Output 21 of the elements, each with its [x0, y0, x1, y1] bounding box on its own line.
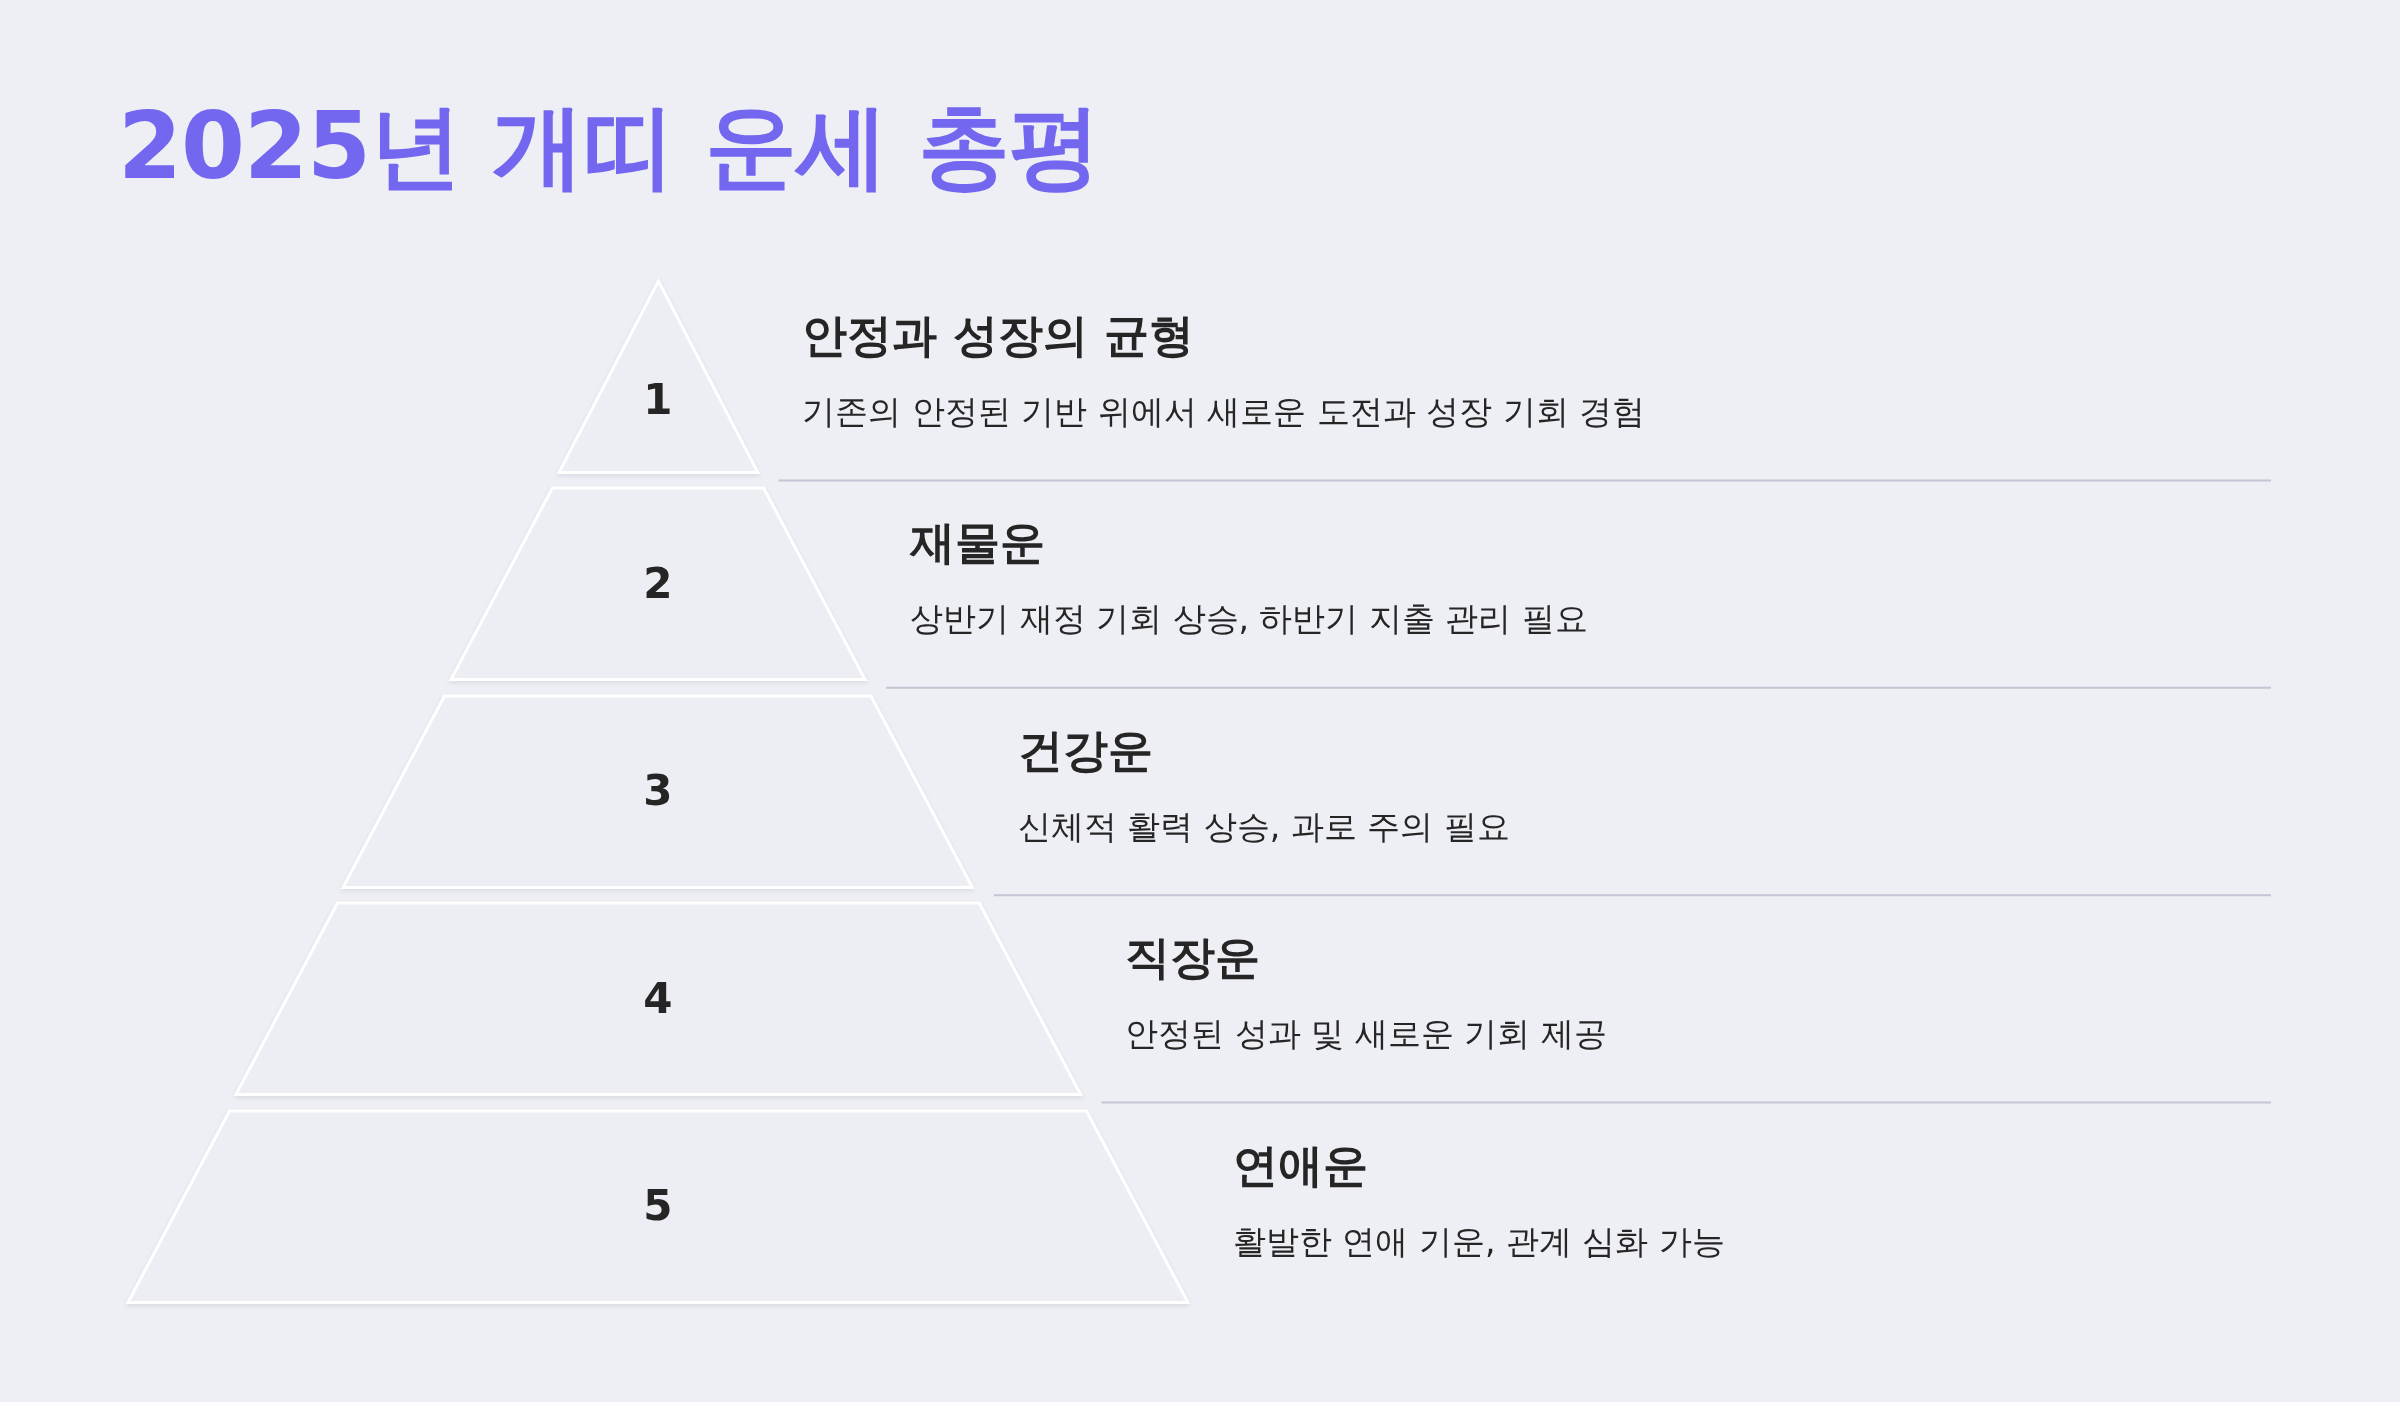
tier-description: 상반기 재정 기회 상승, 하반기 지출 관리 필요 [910, 599, 1588, 639]
tier-description: 기존의 안정된 기반 위에서 새로운 도전과 성장 기회 경험 [802, 392, 1646, 432]
tier-number: 1 [643, 379, 673, 422]
slide-title: 2025년 개띠 운세 총평 [118, 92, 1101, 202]
tier-number: 5 [643, 1185, 673, 1228]
tier-heading: 재물운 [910, 516, 1046, 571]
tier-heading: 연애운 [1232, 1138, 1368, 1193]
tier-heading: 건강운 [1017, 723, 1153, 778]
pyramid-tier [448, 486, 868, 682]
tier-number: 4 [643, 977, 673, 1020]
pyramid-tier [126, 1108, 1190, 1304]
tier-description: 신체적 활력 상승, 과로 주의 필요 [1017, 806, 1510, 847]
tier-description: 안정된 성과 및 새로운 기회 제공 [1125, 1014, 1607, 1054]
pyramid-tier [341, 693, 975, 890]
tier-number: 3 [643, 770, 673, 813]
tier-description: 활발한 연애 기운, 관계 심화 가능 [1232, 1221, 1725, 1262]
tier-heading: 안정과 성장의 균형 [802, 309, 1194, 363]
tier-number: 2 [643, 563, 673, 606]
tier-heading: 직장운 [1125, 931, 1261, 986]
pyramid-tier [556, 279, 760, 475]
pyramid-tier [233, 901, 1083, 1097]
